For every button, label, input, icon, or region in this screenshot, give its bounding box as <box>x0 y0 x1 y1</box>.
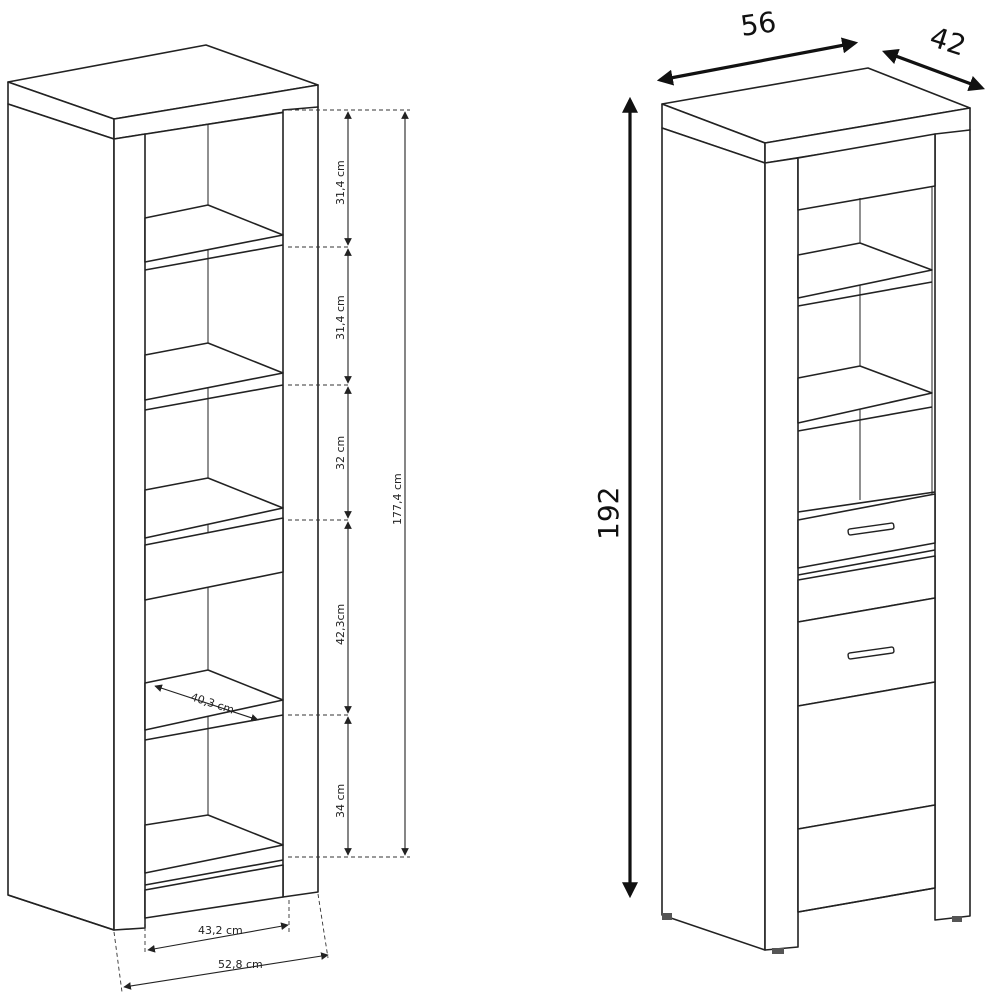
glass-shelf-1 <box>797 242 933 299</box>
lower-door-upper-panel <box>797 681 936 830</box>
upper-drawer-handle <box>847 522 895 536</box>
left-front-stile <box>113 133 146 931</box>
glass-shelf-2 <box>797 365 933 424</box>
left-cabinet: 40,3 cm <box>7 44 319 931</box>
total-inner-height: 177,4 cm <box>391 473 404 525</box>
shelf-height-2: 31,4 cm <box>334 295 347 340</box>
right-front-left-stile <box>764 157 799 951</box>
right-cabinet <box>661 67 971 954</box>
shelf-height-4: 42,3cm <box>334 604 347 645</box>
foot-1 <box>662 913 672 920</box>
left-side-panel <box>7 103 115 931</box>
right-front-right-stile <box>934 129 971 921</box>
right-front-stile <box>282 106 319 898</box>
foot-2 <box>772 948 784 954</box>
shelf-5 <box>144 814 284 874</box>
left-width-dimensions: 43,2 cm 52,8 cm <box>113 893 329 993</box>
plinth <box>144 864 284 919</box>
shelf-height-3: 32 cm <box>334 436 347 470</box>
shelf-3 <box>144 477 284 539</box>
upper-door-header <box>797 133 936 211</box>
drawer-front <box>144 517 284 601</box>
right-side-panel <box>661 127 766 951</box>
lower-drawer-handle <box>847 646 895 660</box>
shelf-1 <box>144 204 284 263</box>
width-arrow <box>656 37 859 86</box>
shelf-2 <box>144 342 284 401</box>
left-height-dimensions: 31,4 cm 31,4 cm 32 cm 42,3cm 34 cm 177,4… <box>288 109 410 858</box>
depth-label: 42 <box>926 20 970 62</box>
shelf-height-5: 34 cm <box>334 784 347 818</box>
outer-width-label: 52,8 cm <box>218 958 263 971</box>
shelves <box>144 204 284 919</box>
foot-3 <box>952 916 962 922</box>
depth-arrow <box>881 48 986 92</box>
inner-width-label: 43,2 cm <box>198 924 243 937</box>
width-label: 56 <box>738 5 778 43</box>
height-label: 192 <box>592 487 625 540</box>
shelf-height-1: 31,4 cm <box>334 160 347 205</box>
